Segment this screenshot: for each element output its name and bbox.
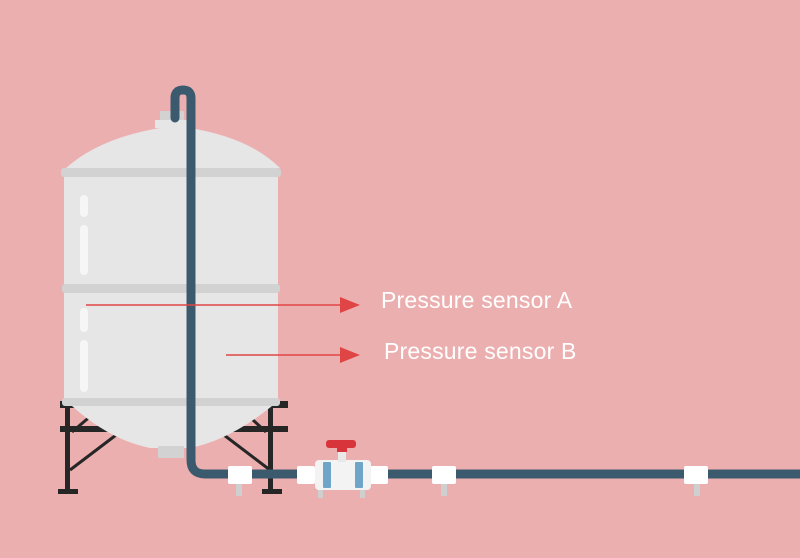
valve-icon — [315, 440, 371, 490]
storage-tank-icon — [61, 111, 281, 458]
pipe-icon — [170, 85, 800, 498]
sensor-b-arrowhead — [340, 347, 360, 363]
sensor-a-arrowhead — [340, 297, 360, 313]
pressure-sensor-a-label: Pressure sensor A — [381, 287, 573, 313]
pressure-sensor-b-label: Pressure sensor B — [384, 338, 577, 364]
sensor-arrows — [86, 297, 360, 363]
